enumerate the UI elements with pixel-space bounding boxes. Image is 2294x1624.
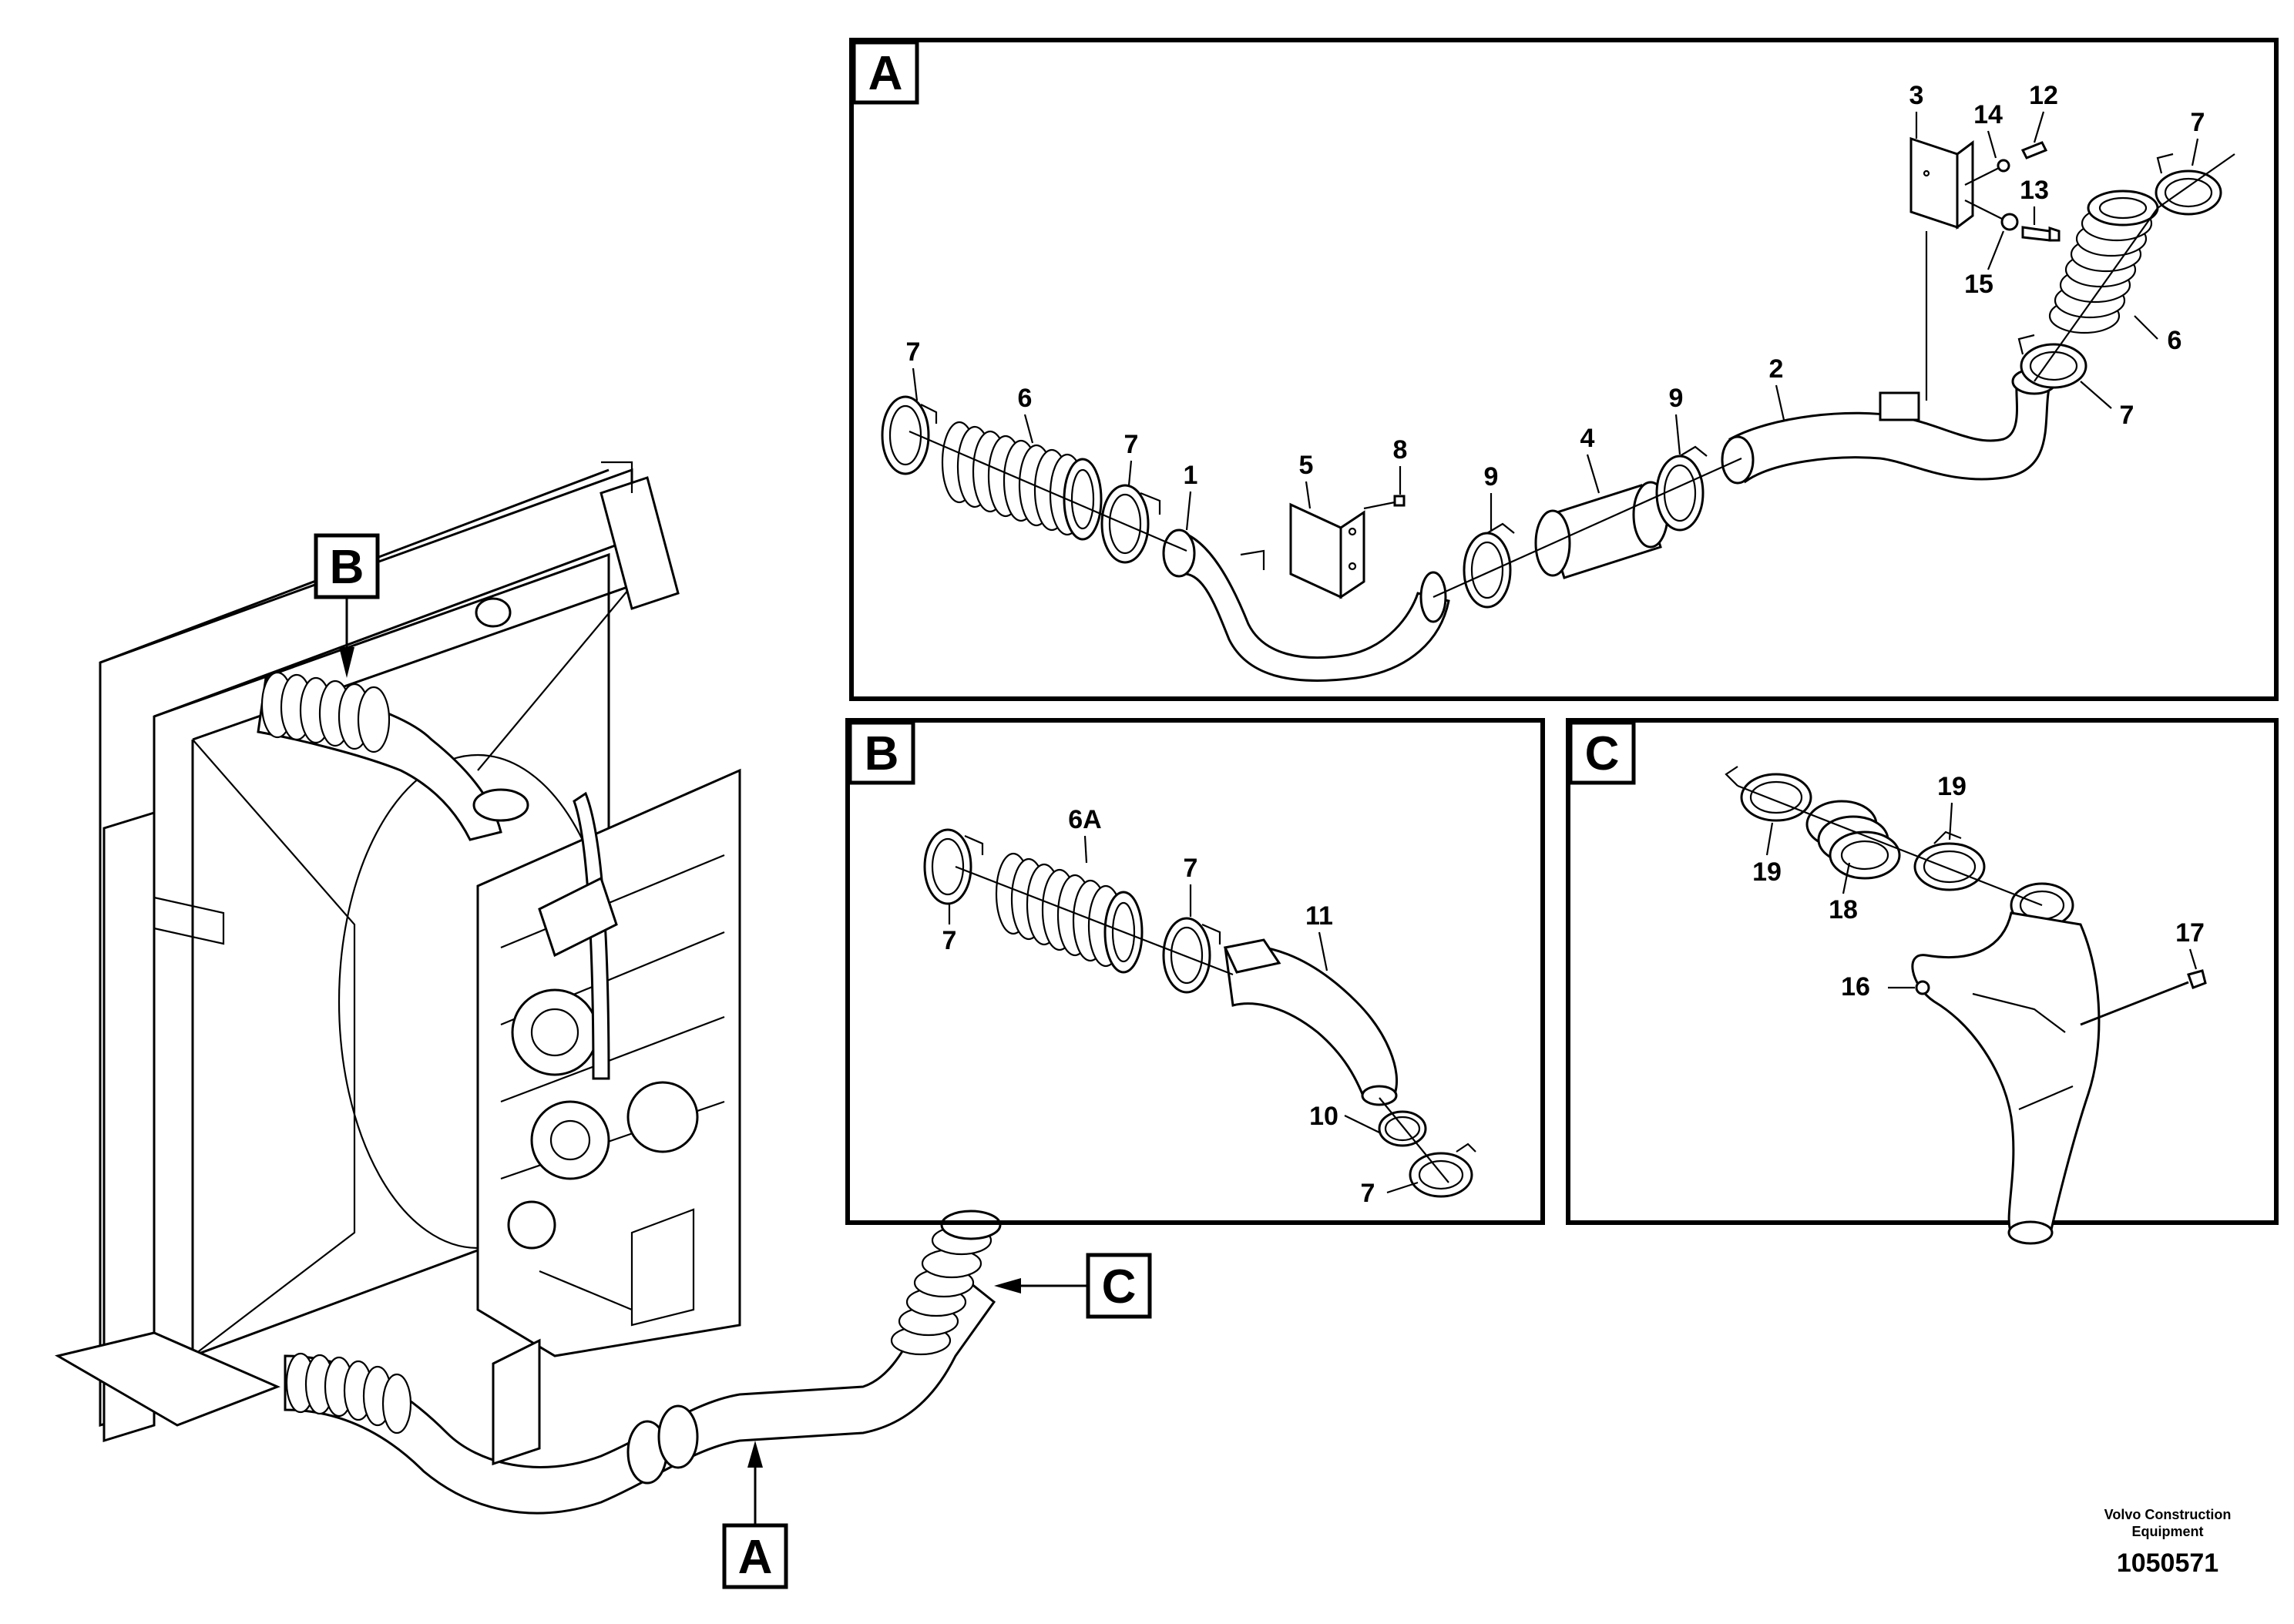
clamp xyxy=(1100,484,1161,564)
part-label: 4 xyxy=(1580,424,1595,453)
clamp xyxy=(923,828,984,905)
clamp xyxy=(1463,522,1515,609)
part-label: 1 xyxy=(1184,461,1198,490)
clamp xyxy=(2155,153,2222,216)
part-label: 10 xyxy=(1309,1102,1338,1131)
clamp xyxy=(1409,1143,1476,1198)
panel-a: A xyxy=(849,38,2279,701)
part-label: 8 xyxy=(1393,435,1408,465)
part-label: 14 xyxy=(1973,100,2003,129)
part-label: 16 xyxy=(1841,972,1870,1002)
part-label: 6A xyxy=(1068,805,1101,834)
upper-hose xyxy=(257,671,529,841)
callout-a-letter: A xyxy=(738,1531,773,1584)
part-label: 19 xyxy=(1752,857,1782,887)
part-label: 13 xyxy=(2020,176,2049,205)
pipe-11 xyxy=(1223,938,1399,1106)
footer: Volvo Construction Equipment 1050571 xyxy=(2104,1507,2232,1578)
panel-a-labels: 3 14 12 7 13 15 6 7 2 7 6 7 9 4 xyxy=(906,81,2205,532)
bracket-5 xyxy=(1289,495,1406,599)
part-label: 7 xyxy=(1184,854,1198,883)
lower-hose xyxy=(284,1210,1002,1515)
manufacturer-subname: Equipment xyxy=(2132,1524,2204,1539)
engine xyxy=(476,768,741,1357)
part-label: 7 xyxy=(2191,108,2205,137)
sleeve-4 xyxy=(1534,481,1669,579)
part-label: 9 xyxy=(1669,384,1684,413)
bellows-hose xyxy=(941,421,1103,541)
callout-b: B xyxy=(314,533,380,678)
part-label: 9 xyxy=(1484,462,1499,492)
panel-a-letter: A xyxy=(868,47,903,100)
clamp xyxy=(2017,334,2087,389)
elbow-16 xyxy=(1911,882,2101,1245)
radiator-frame xyxy=(55,461,680,1443)
panel-b-letter: B xyxy=(865,727,899,780)
clamp xyxy=(1913,830,1986,891)
part-label: 7 xyxy=(906,337,921,367)
manufacturer-name: Volvo Construction xyxy=(2104,1507,2232,1522)
callout-a: A xyxy=(722,1441,788,1589)
callout-c: C xyxy=(994,1253,1152,1319)
callout-b-letter: B xyxy=(330,541,364,594)
part-label: 7 xyxy=(1124,430,1139,459)
drawing-number: 1050571 xyxy=(2117,1549,2218,1578)
clamp xyxy=(1162,917,1221,994)
panel-c: C xyxy=(1566,718,2279,1245)
part-label: 17 xyxy=(2175,918,2205,948)
panel-b: B xyxy=(845,718,1545,1225)
bracket-3 xyxy=(1909,136,2061,242)
part-label: 6 xyxy=(2168,326,2182,355)
clamp xyxy=(881,395,938,475)
part-label: 11 xyxy=(1305,901,1333,931)
part-label: 18 xyxy=(1829,895,1858,924)
part-label: 7 xyxy=(1361,1179,1375,1208)
bellows-hose xyxy=(995,852,1144,974)
bellows-hose xyxy=(2048,190,2159,334)
callout-c-letter: C xyxy=(1102,1260,1137,1314)
part-label: 7 xyxy=(942,926,957,955)
part-label: 6 xyxy=(1018,384,1033,413)
sleeve-18 xyxy=(1805,800,1901,880)
panel-c-letter: C xyxy=(1585,727,1620,780)
part-label: 19 xyxy=(1937,772,1967,801)
panel-b-labels: 6A 7 7 11 10 7 xyxy=(942,805,1419,1208)
overview-illustration: B C A xyxy=(55,461,1152,1589)
part-label: 15 xyxy=(1964,270,1993,299)
o-ring xyxy=(1378,1110,1427,1147)
part-label: 2 xyxy=(1769,354,1784,384)
bolt-17 xyxy=(2080,969,2207,1026)
part-label: 12 xyxy=(2029,81,2058,110)
panel-c-labels: 19 19 18 17 16 xyxy=(1752,772,2205,1002)
clamp xyxy=(1655,445,1708,532)
part-label: 3 xyxy=(1909,81,1924,110)
clamp xyxy=(1725,766,1812,822)
part-label: 5 xyxy=(1299,451,1314,480)
part-label: 7 xyxy=(2120,401,2134,430)
